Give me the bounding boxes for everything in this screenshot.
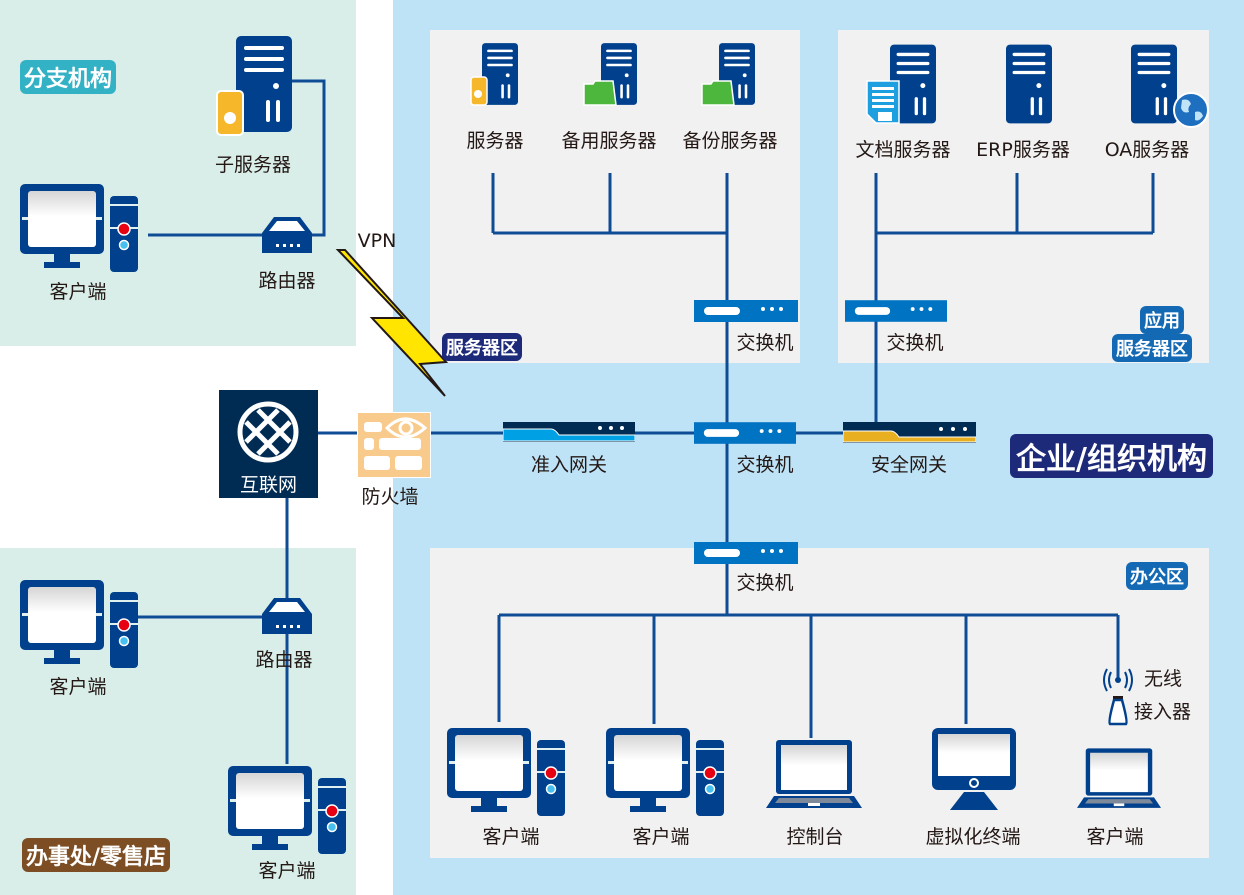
internet-node[interactable]: 互联网 [219, 390, 318, 498]
firewall-label: 防火墙 [361, 486, 419, 508]
office-retail-region-label: 办事处/零售店 [22, 838, 171, 872]
access-gateway-icon [502, 422, 636, 442]
vpn-label: VPN [357, 230, 397, 252]
server-zone-switch-icon[interactable] [694, 300, 798, 322]
core-switch-icon[interactable] [694, 422, 796, 444]
retail-router-icon[interactable] [262, 598, 312, 634]
sub-server-device[interactable] [216, 36, 296, 136]
branch-router-label: 路由器 [258, 270, 316, 292]
document-server-device[interactable] [866, 42, 940, 126]
firewall-eye-icon [356, 411, 432, 479]
enterprise-region-label: 企业/组织机构 [1010, 434, 1213, 478]
access-gateway-device[interactable] [502, 422, 636, 442]
office-client3-label: 客户端 [1086, 826, 1144, 848]
retail-client2-icon[interactable] [228, 766, 356, 856]
backup-server-device[interactable] [701, 42, 757, 108]
office-switch-icon[interactable] [694, 542, 798, 564]
retail-router-label: 路由器 [255, 649, 313, 671]
branch-client-label: 客户端 [49, 281, 107, 303]
app-server-zone-label: 应用 服务器区 [1112, 306, 1192, 362]
office-client2-label: 客户端 [632, 826, 690, 848]
document-icon [866, 80, 900, 124]
app-zone-label-line2: 服务器区 [1112, 334, 1192, 362]
retail-client2-label: 客户端 [258, 860, 316, 882]
server-device[interactable] [470, 42, 520, 108]
standby-server-device[interactable] [583, 42, 639, 108]
folder-icon [583, 80, 617, 106]
retail-client1-label: 客户端 [49, 676, 107, 698]
server-zone-label: 服务器区 [442, 333, 522, 361]
console-label: 控制台 [786, 826, 844, 848]
office-client2-icon[interactable] [606, 728, 734, 818]
oa-server-label: OA服务器 [1104, 139, 1190, 161]
server-label: 服务器 [466, 130, 524, 152]
branch-router-icon[interactable] [262, 217, 312, 253]
document-server-label: 文档服务器 [855, 139, 951, 161]
wireless-ap-icon [1103, 668, 1133, 726]
virtual-terminal-icon[interactable] [932, 728, 1016, 812]
security-gateway-device[interactable] [842, 422, 977, 443]
internet-label: 互联网 [239, 474, 297, 496]
office-client1-label: 客户端 [482, 826, 540, 848]
office-client1-icon[interactable] [447, 728, 575, 818]
branch-zone [0, 0, 356, 346]
backup-server-label: 备份服务器 [682, 130, 778, 152]
app-zone-switch-label: 交换机 [886, 332, 944, 354]
branch-region-label: 分支机构 [20, 60, 117, 94]
wire-subserver-router [292, 79, 326, 237]
wireless-ap-label-line2: 接入器 [1134, 701, 1192, 723]
wireless-ap-label-line1: 无线 [1144, 668, 1183, 690]
access-gateway-label: 准入网关 [530, 454, 608, 476]
yellow-drive-icon [216, 90, 244, 136]
office-switch-label: 交换机 [736, 572, 794, 594]
office-client-laptop-icon[interactable] [1077, 748, 1161, 810]
security-gateway-icon [842, 422, 977, 443]
app-zone-label-line1: 应用 [1140, 306, 1184, 334]
standby-server-label: 备用服务器 [561, 130, 657, 152]
retail-client1-icon[interactable] [20, 580, 148, 670]
branch-client-icon[interactable] [20, 184, 148, 274]
virtual-terminal-label: 虚拟化终端 [925, 826, 1021, 848]
server-tower-icon [1131, 42, 1177, 126]
erp-server-icon[interactable] [1006, 42, 1052, 126]
core-switch-label: 交换机 [736, 454, 794, 476]
folder-icon [701, 80, 735, 106]
globe-icon [237, 401, 299, 463]
security-gateway-label: 安全网关 [870, 454, 948, 476]
erp-server-label: ERP服务器 [976, 139, 1070, 161]
server-zone-switch-label: 交换机 [736, 332, 794, 354]
vpn-lightning-icon [335, 249, 449, 397]
app-zone-switch-icon[interactable] [845, 300, 947, 322]
sub-server-label: 子服务器 [214, 154, 292, 176]
server-tower-icon [236, 36, 292, 132]
oa-server-device[interactable] [1131, 42, 1211, 128]
office-zone-label: 办公区 [1126, 562, 1188, 590]
firewall-device[interactable] [356, 411, 432, 479]
yellow-drive-icon [470, 76, 488, 106]
wireless-access-point[interactable] [1100, 664, 1136, 728]
console-laptop-icon[interactable] [766, 740, 862, 810]
earth-globe-icon [1173, 92, 1209, 128]
